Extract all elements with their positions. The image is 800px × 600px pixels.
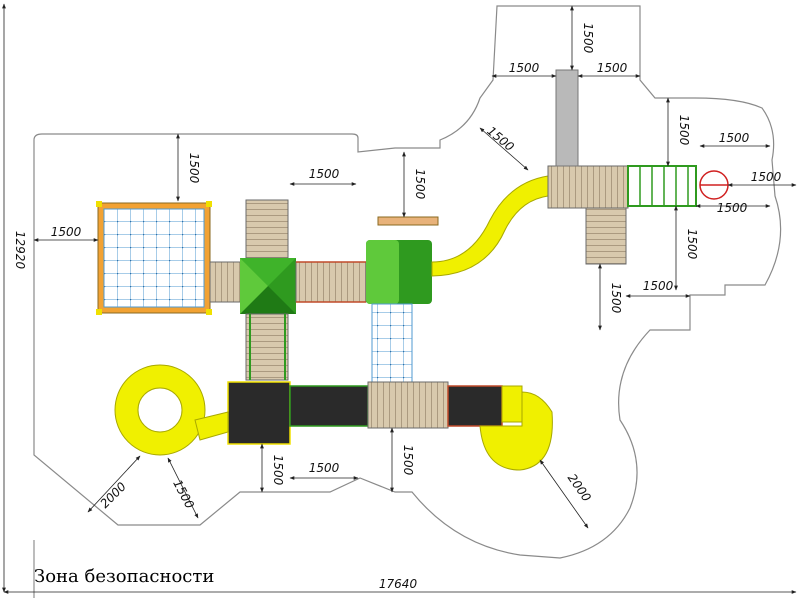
dim-tower-right: 1500 (597, 61, 628, 75)
dim-right-bottom-c: 1500 (609, 283, 623, 314)
overall-height-label: 12920 (13, 231, 27, 270)
dim-big-slide-2000: 2000 (565, 471, 594, 504)
dim-net-right-b: 1500 (751, 170, 782, 184)
spiral-slide (114, 364, 229, 456)
left-tower (240, 199, 296, 381)
yellow-tube-slide (431, 175, 549, 277)
dim-bottom-a: 1500 (271, 455, 285, 486)
dim-bottom-b: 1500 (309, 461, 340, 475)
center-tower (366, 216, 439, 383)
bottom-structure (227, 381, 523, 445)
dim-mid-top: 1500 (413, 169, 427, 200)
dim-bottom-c: 1500 (401, 445, 415, 476)
big-slide (479, 391, 553, 471)
dim-net-right-a: 1500 (719, 131, 750, 145)
dim-spiral-2000: 2000 (97, 479, 129, 511)
dim-tower-left: 1500 (509, 61, 540, 75)
dim-net-top: 1500 (187, 153, 201, 184)
dim-end-slide: 1500 (677, 115, 691, 146)
dim-diag-slide: 1500 (484, 124, 517, 155)
bridge-left-center (295, 261, 367, 303)
dim-right-bottom-b: 1500 (643, 279, 674, 293)
overall-height-dimension: 12920 (2, 3, 27, 593)
dim-left-tower-right: 1500 (309, 167, 340, 181)
dim-net-right-gap: 1500 (717, 201, 748, 215)
safety-zone-caption: Зона безопасности (34, 566, 215, 587)
overall-width-label: 17640 (379, 577, 418, 591)
dim-spiral-1500: 1500 (170, 477, 197, 511)
dim-right-bottom-a: 1500 (685, 229, 699, 260)
safety-zone-outline (33, 5, 782, 559)
right-platform (547, 69, 729, 265)
net-climber (96, 201, 212, 315)
dim-net-left: 1500 (51, 225, 82, 239)
dim-slide-top: 1500 (581, 23, 595, 54)
overall-width-dimension: 17640 (3, 540, 797, 598)
